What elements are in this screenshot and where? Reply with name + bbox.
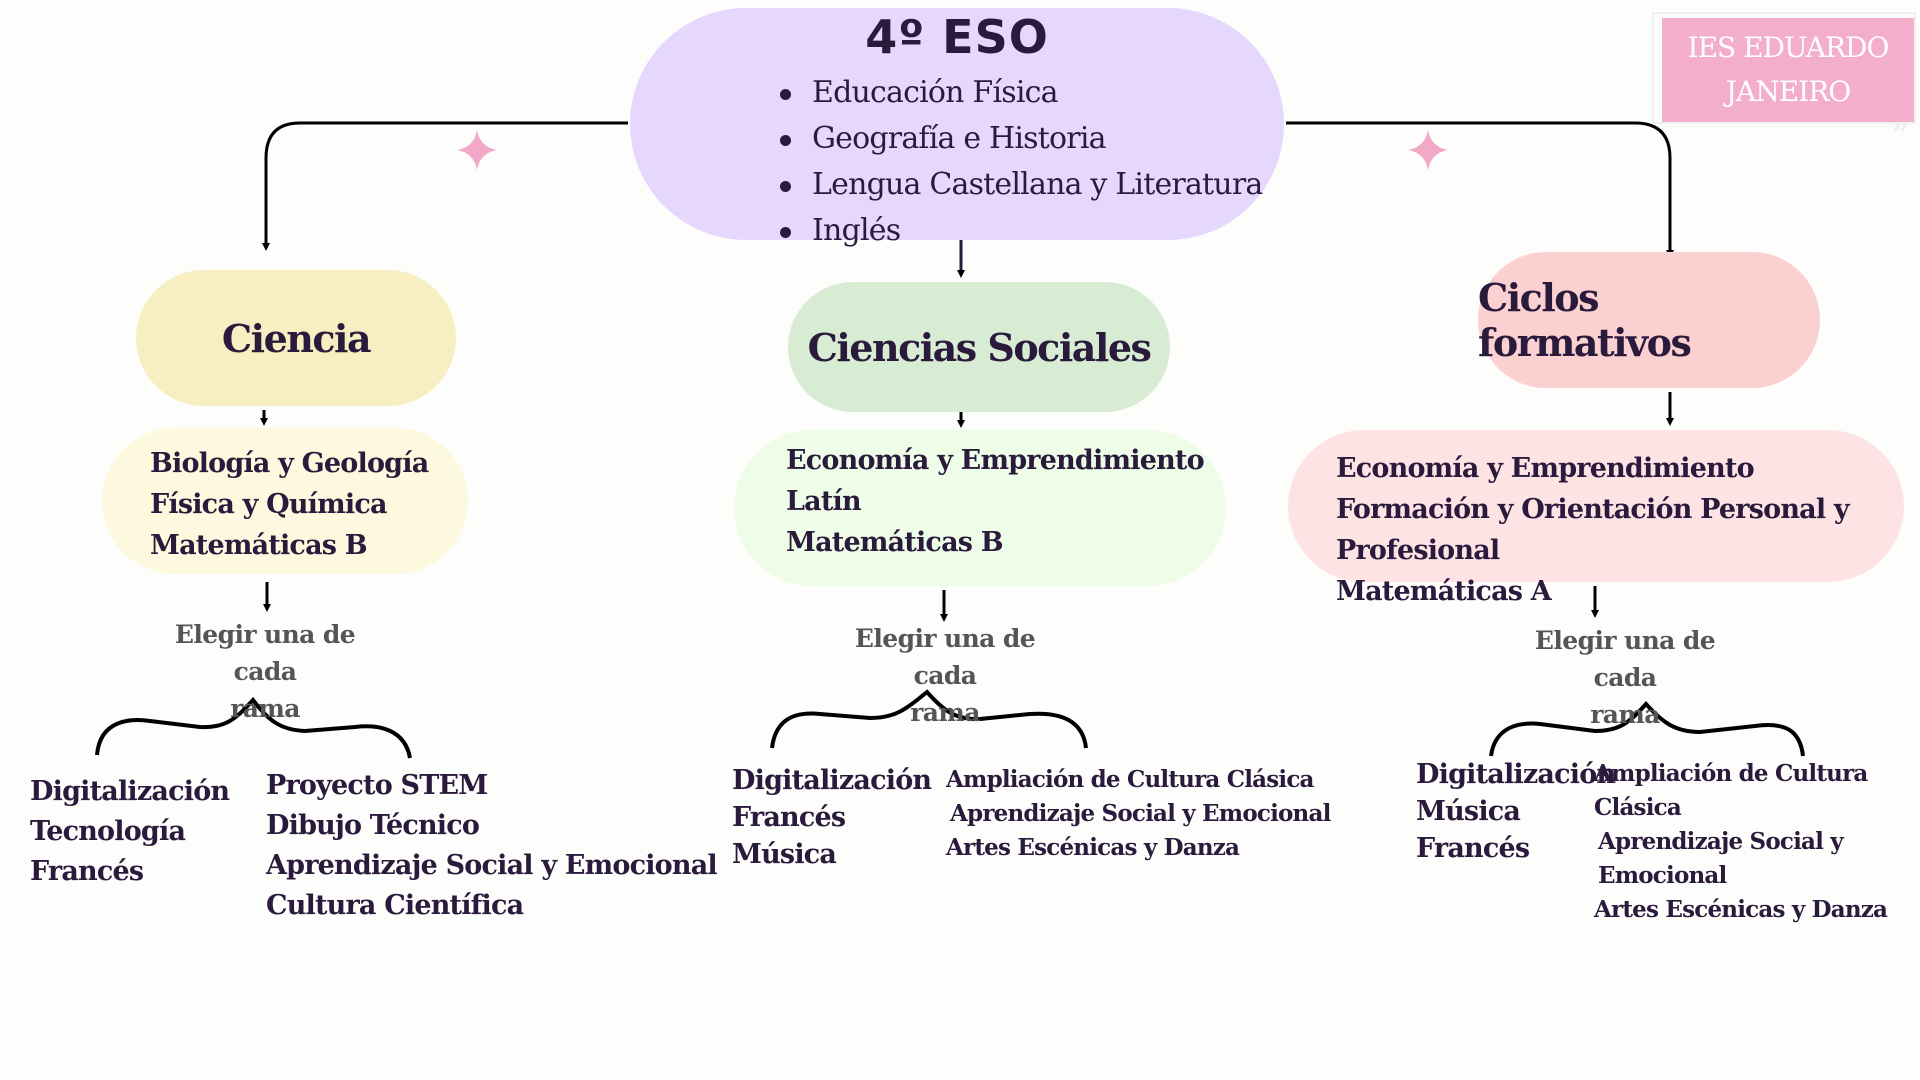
- choose-label-line1: Elegir una de cada: [174, 620, 356, 686]
- option-item: Aprendizaje Social y Emocional: [950, 800, 1331, 827]
- branch-ciencia-title: Ciencia: [136, 270, 456, 406]
- branch-ciclos-options-left: Digitalización Música Francés: [1416, 756, 1616, 867]
- branch-ciclos-options-right: Ampliación de Cultura Clásica Aprendizaj…: [1594, 757, 1920, 927]
- option-item: Francés: [1416, 833, 1530, 864]
- subject-item: Matemáticas B: [150, 530, 368, 561]
- common-subject-item: Inglés: [780, 208, 1262, 254]
- branch-ciencia-options-left: Digitalización Tecnología Francés: [30, 772, 230, 892]
- root-node: 4º ESO Educación Física Geografía e Hist…: [630, 8, 1284, 248]
- common-subject-label: Educación Física: [812, 75, 1059, 110]
- option-item: Proyecto STEM: [266, 770, 488, 801]
- choose-label-line1: Elegir una de cada: [854, 624, 1036, 690]
- branch-ciclos-subjects: Economía y Emprendimiento Formación y Or…: [1288, 430, 1904, 607]
- choose-label-line1: Elegir una de cada: [1534, 626, 1716, 692]
- branch-sociales-options-right: Ampliación de Cultura Clásica Aprendizaj…: [946, 763, 1331, 865]
- choose-label-line2: rama: [230, 694, 300, 723]
- bullet-icon: [780, 89, 791, 100]
- option-item: Digitalización: [732, 765, 932, 796]
- option-item: Cultura Científica: [266, 890, 524, 921]
- badge-frame: [1652, 12, 1916, 124]
- common-subject-label: Inglés: [812, 213, 901, 248]
- subject-item: Formación y Orientación Personal y Profe…: [1336, 494, 1850, 566]
- school-badge: IES EDUARDO JANEIRO: [1662, 18, 1914, 122]
- common-subject-item: Geografía e Historia: [780, 116, 1262, 162]
- option-item: Música: [732, 839, 837, 870]
- option-item: Francés: [732, 802, 846, 833]
- bullet-icon: [780, 181, 791, 192]
- common-subject-label: Lengua Castellana y Literatura: [812, 167, 1263, 202]
- school-name-line1: IES EDUARDO: [1687, 31, 1890, 64]
- branch-ciencia-subjects: Biología y Geología Física y Química Mat…: [102, 428, 468, 574]
- option-item: Artes Escénicas y Danza: [946, 834, 1240, 861]
- option-item: Ampliación de Cultura Clásica: [1594, 760, 1868, 821]
- common-subjects-list: Educación Física Geografía e Historia Le…: [780, 70, 1263, 254]
- branch-ciencia-choose-label: Elegir una de cada rama: [140, 616, 390, 727]
- bullet-icon: [780, 227, 791, 238]
- subject-item: Economía y Emprendimiento: [1336, 453, 1755, 484]
- branch-sociales-title: Ciencias Sociales: [788, 282, 1170, 412]
- subject-item: Física y Química: [150, 489, 387, 520]
- option-item: Ampliación de Cultura Clásica: [946, 766, 1314, 793]
- branch-sociales-subjects: Economía y Emprendimiento Latín Matemáti…: [734, 430, 1226, 586]
- bullet-icon: [780, 135, 791, 146]
- branch-sociales-options-left: Digitalización Francés Música: [732, 762, 932, 873]
- root-title: 4º ESO: [865, 10, 1049, 64]
- subject-item: Matemáticas A: [1336, 576, 1552, 607]
- choose-label-line2: rama: [910, 698, 980, 727]
- option-item: Digitalización: [30, 776, 230, 807]
- option-item: Tecnología: [30, 816, 186, 847]
- sparkle-icon: [1408, 130, 1448, 170]
- school-name-line2: JANEIRO: [1725, 75, 1851, 108]
- option-item: Aprendizaje Social y Emocional: [1598, 828, 1844, 889]
- connector-root-to-ciencia: [262, 121, 628, 251]
- option-item: Aprendizaje Social y Emocional: [266, 850, 718, 881]
- option-item: Música: [1416, 796, 1521, 827]
- common-subject-label: Geografía e Historia: [812, 121, 1107, 156]
- common-subject-item: Lengua Castellana y Literatura: [780, 162, 1263, 208]
- choose-label-line2: rama: [1590, 700, 1660, 729]
- branch-ciencia-options-right: Proyecto STEM Dibujo Técnico Aprendizaje…: [266, 766, 718, 926]
- branch-sociales-choose-label: Elegir una de cada rama: [820, 620, 1070, 731]
- connector-root-to-ciclos: [1286, 121, 1674, 258]
- branch-ciclos-choose-label: Elegir una de cada rama: [1500, 622, 1750, 733]
- option-item: Dibujo Técnico: [266, 810, 480, 841]
- subject-item: Biología y Geología: [150, 448, 429, 479]
- subject-item: Latín: [786, 486, 862, 517]
- branch-ciclos-title: Ciclos formativos: [1478, 252, 1820, 388]
- option-item: Digitalización: [1416, 759, 1616, 790]
- option-item: Francés: [30, 856, 144, 887]
- option-item: Artes Escénicas y Danza: [1594, 896, 1888, 923]
- subject-item: Matemáticas B: [786, 527, 1004, 558]
- common-subject-item: Educación Física: [780, 70, 1262, 116]
- sparkle-icon: [457, 130, 497, 170]
- subject-item: Economía y Emprendimiento: [786, 445, 1205, 476]
- quote-close-icon: ”: [1892, 118, 1910, 153]
